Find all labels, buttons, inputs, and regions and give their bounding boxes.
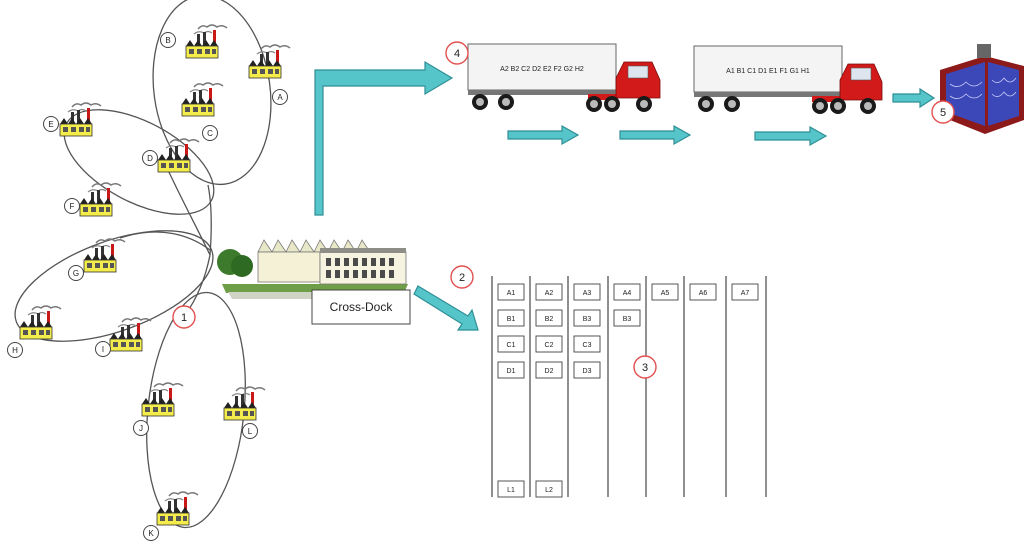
- supplier-label: J: [139, 424, 143, 433]
- supplier-label: L: [248, 427, 253, 436]
- step-marker-number: 2: [459, 272, 465, 284]
- lane-slot: B2: [545, 316, 554, 323]
- lane-slot: A6: [699, 290, 708, 297]
- factory-icon: [84, 239, 125, 272]
- factory-icon: [80, 183, 121, 216]
- lane-5: A5: [652, 284, 678, 300]
- arrow-small-3: [755, 127, 826, 145]
- supplier-c: C: [182, 83, 223, 141]
- lane-slot: D3: [583, 368, 592, 375]
- supplier-label: K: [148, 529, 154, 538]
- supplier-e: E: [44, 103, 102, 136]
- step-marker-4: 4: [446, 42, 468, 64]
- truck-2-cargo-label: A1 B1 C1 D1 E1 F1 G1 H1: [726, 68, 810, 75]
- cross-dock-building: Cross-Dock: [217, 240, 410, 324]
- lane-slot: A7: [741, 290, 750, 297]
- lane-slot: D2: [545, 368, 554, 375]
- step-marker-3: 3: [634, 356, 656, 378]
- factory-icon: [158, 139, 199, 172]
- lane-slot: A5: [661, 290, 670, 297]
- step-marker-number: 5: [940, 107, 946, 119]
- truck-1-cargo-label: A2 B2 C2 D2 E2 F2 G2 H2: [500, 66, 584, 73]
- supplier-a: A: [249, 45, 290, 105]
- lane-slot-bottom: L2: [545, 487, 553, 494]
- factory-icon: [142, 383, 183, 416]
- factory-icon: [157, 492, 198, 525]
- supplier-label: C: [207, 129, 213, 138]
- factory-icon: [249, 45, 290, 78]
- arrow-to-lanes: [414, 286, 478, 330]
- supplier-label: B: [165, 36, 170, 45]
- lane-6: A6: [690, 284, 716, 300]
- supplier-k: K: [144, 492, 199, 541]
- supplier-label: D: [147, 154, 153, 163]
- step-marker-number: 1: [181, 312, 187, 324]
- lane-slot: C3: [583, 342, 592, 349]
- supplier-b: B: [161, 25, 228, 58]
- truck-1: A2 B2 C2 D2 E2 F2 G2 H2: [468, 44, 660, 112]
- lane-slot: B1: [507, 316, 516, 323]
- factory-icon: [182, 83, 223, 116]
- step-marker-number: 3: [642, 362, 648, 374]
- step-marker-2: 2: [451, 266, 473, 288]
- lane-slot: C2: [545, 342, 554, 349]
- supplier-label: G: [73, 269, 79, 278]
- arrow-small-2: [620, 126, 690, 144]
- factory-icon: [224, 387, 265, 420]
- lane-7: A7: [732, 284, 758, 300]
- lane-slot: C1: [507, 342, 516, 349]
- factory-icon: [60, 103, 101, 136]
- factory-icon: [20, 306, 61, 339]
- lane-slot: A3: [583, 290, 592, 297]
- lane-slot: B3: [583, 316, 592, 323]
- step-marker-5: 5: [932, 101, 954, 123]
- supplier-label: I: [102, 345, 104, 354]
- factory-icon: [110, 318, 151, 351]
- truck-2: A1 B1 C1 D1 E1 F1 G1 H1: [694, 46, 882, 114]
- supplier-label: A: [277, 93, 283, 102]
- lane-slot: D1: [507, 368, 516, 375]
- supplier-i: I: [96, 318, 152, 357]
- supplier-label: H: [12, 346, 18, 355]
- arrow-to-trucks: [315, 62, 452, 215]
- supplier-label: F: [70, 202, 75, 211]
- factory-icon: [186, 25, 227, 58]
- arrow-to-store: [893, 89, 934, 107]
- step-marker-1: 1: [173, 306, 195, 328]
- supplier-label: E: [48, 120, 53, 129]
- supplier-l: L: [224, 387, 265, 439]
- step-marker-number: 4: [454, 48, 460, 60]
- lane-slot: A2: [545, 290, 554, 297]
- lane-slot-bottom: L1: [507, 487, 515, 494]
- supplier-j: J: [134, 383, 184, 436]
- lane-slot: A1: [507, 290, 516, 297]
- lane-slot: B3: [623, 316, 632, 323]
- cross-dock-label: Cross-Dock: [330, 300, 394, 314]
- lane-slot: A4: [623, 290, 632, 297]
- store-icon: [940, 44, 1024, 134]
- supplier-d: D: [143, 139, 200, 172]
- supplier-g: G: [69, 239, 126, 281]
- arrow-small-1: [508, 126, 578, 144]
- supplier-f: F: [65, 183, 122, 216]
